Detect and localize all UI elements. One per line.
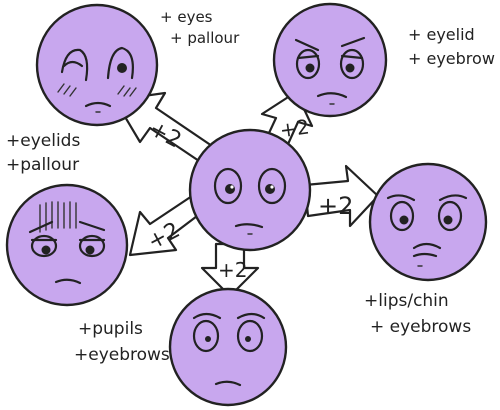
label-left-line2: +pallour: [6, 155, 79, 175]
label-top-right: + eyelid + eyebrow: [408, 25, 495, 68]
face-bottom: [168, 287, 288, 407]
label-left: +eyelids +pallour: [6, 131, 80, 175]
face-left: [5, 183, 129, 307]
label-top-left-line2: + pallour: [170, 29, 240, 47]
face-center: [188, 128, 312, 252]
face-left-head: [5, 183, 129, 307]
label-left-line1: +eyelids: [6, 131, 80, 151]
label-top-left: + eyes + pallour: [160, 8, 240, 47]
label-bottom-left-line1: +pupils: [78, 319, 143, 339]
arrow-bottom-label: +2: [218, 258, 247, 282]
arrow-bottom: +2: [200, 242, 260, 298]
face-top-left: [35, 3, 159, 127]
face-center-head: [188, 128, 312, 252]
label-bottom-right-line1: +lips/chin: [364, 291, 449, 311]
label-top-left-line1: + eyes: [160, 8, 213, 26]
label-bottom-left-line2: +eyebrows: [74, 345, 170, 365]
arrow-left: +2: [128, 194, 207, 257]
face-right: [368, 162, 488, 282]
label-bottom-right: +lips/chin + eyebrows: [364, 291, 471, 337]
label-top-right-line1: + eyelid: [408, 25, 475, 44]
arrow-right-label: +2: [318, 192, 353, 220]
arrow-top-left: +2: [113, 91, 217, 167]
face-top-right-head: [272, 2, 388, 118]
label-top-right-line2: + eyebrow: [408, 49, 495, 68]
arrow-right: +2: [303, 164, 380, 228]
face-top-left-head: [35, 3, 159, 127]
label-bottom-right-line2: + eyebrows: [370, 317, 471, 337]
face-bottom-head: [168, 287, 288, 407]
face-top-right: [272, 2, 388, 118]
arrow-top-right-label: +2: [278, 114, 311, 142]
face-right-head: [368, 162, 488, 282]
label-bottom-left: +pupils +eyebrows: [74, 319, 170, 365]
